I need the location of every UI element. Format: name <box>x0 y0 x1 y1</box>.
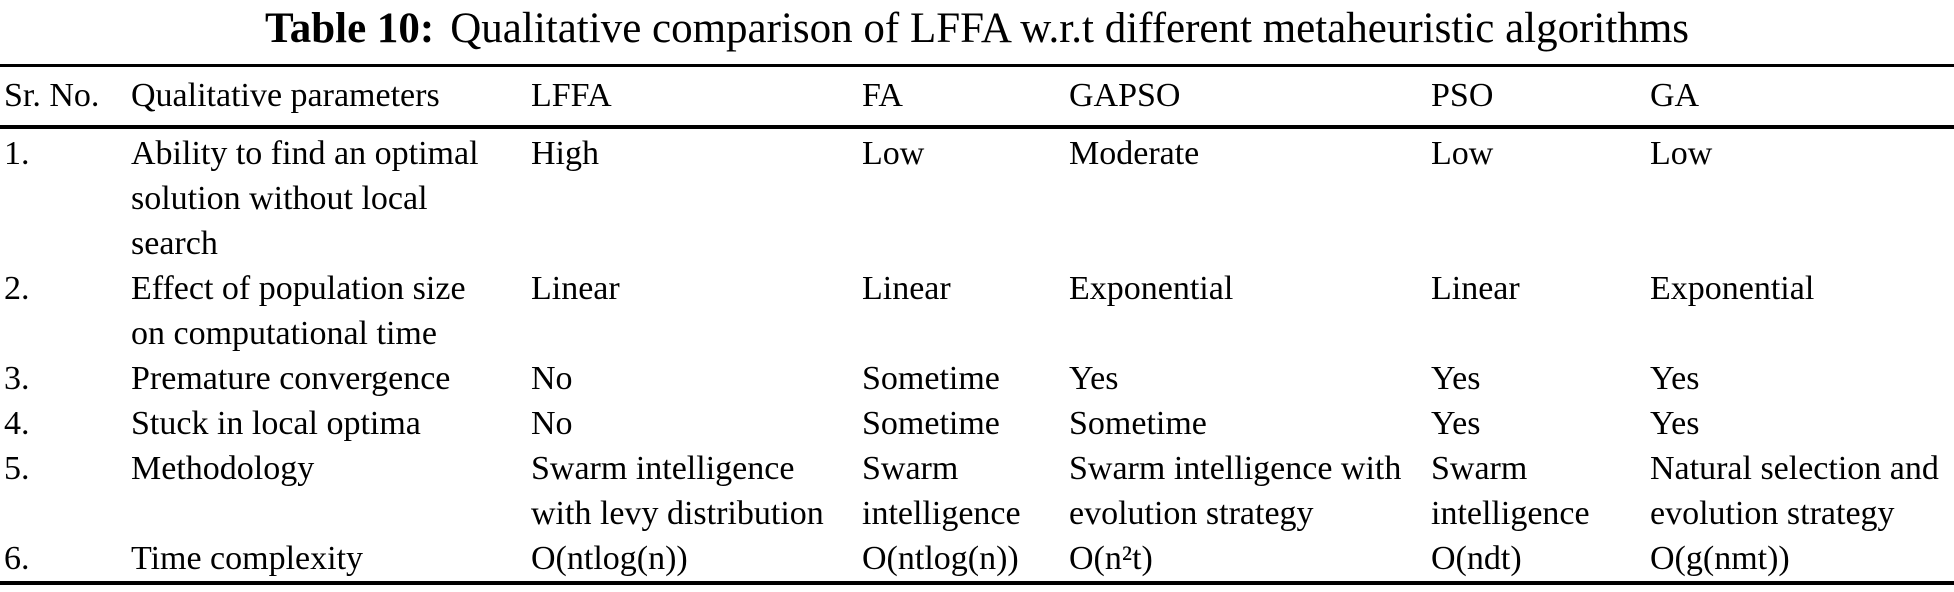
header-cell-fa: FA <box>862 65 1069 129</box>
cell-sr-no: 1. <box>4 135 30 172</box>
table-row: 3. Premature convergence No Sometime Yes… <box>0 356 1954 401</box>
cell-fa: Sometime <box>862 360 1000 397</box>
header-cell-gapso: GAPSO <box>1069 65 1431 129</box>
cell-fa: O(ntlog(n)) <box>862 540 1019 577</box>
cell-gapso: Exponential <box>1069 270 1234 307</box>
header-cell-sr-no: Sr. No. <box>0 65 131 129</box>
table-row: 4. Stuck in local optima No Sometime Som… <box>0 401 1954 446</box>
cell-parameter: Methodology <box>131 450 315 487</box>
header-row: Sr. No. Qualitative parameters LFFA FA G… <box>0 65 1954 129</box>
cell-lffa: High <box>531 135 599 172</box>
cell-parameter: Stuck in local optima <box>131 405 421 442</box>
cell-parameter: Premature convergence <box>131 360 451 397</box>
cell-gapso: Yes <box>1069 360 1119 397</box>
cell-parameter: Effect of population size on computation… <box>131 270 466 352</box>
cell-fa: Sometime <box>862 405 1000 442</box>
cell-lffa: No <box>531 360 573 397</box>
cell-ga: Natural selection and evolution strategy <box>1650 450 1939 532</box>
cell-fa: Swarm intelligence <box>862 450 1021 532</box>
header-cell-pso: PSO <box>1431 65 1650 129</box>
header-cell-ga: GA <box>1650 65 1954 129</box>
table-caption: Table 10: Qualitative comparison of LFFA … <box>0 0 1954 64</box>
cell-pso: Swarm intelligence <box>1431 450 1590 532</box>
cell-gapso: Swarm intelligence with evolution strate… <box>1069 450 1402 532</box>
cell-pso: Yes <box>1431 405 1481 442</box>
cell-gapso: O(n²t) <box>1069 540 1153 577</box>
table-caption-label: Table 10: <box>264 5 435 52</box>
cell-sr-no: 2. <box>4 270 30 307</box>
cell-pso: O(ndt) <box>1431 540 1522 577</box>
cell-sr-no: 4. <box>4 405 30 442</box>
table-row: 5. Methodology Swarm intelligence with l… <box>0 446 1954 536</box>
cell-ga: Low <box>1650 135 1713 172</box>
cell-ga: O(g(nmt)) <box>1650 540 1790 577</box>
header-cell-lffa: LFFA <box>531 65 862 129</box>
cell-sr-no: 5. <box>4 450 30 487</box>
table-caption-text: Qualitative comparison of LFFA w.r.t dif… <box>450 5 1690 52</box>
cell-parameter: Time complexity <box>131 540 364 577</box>
cell-lffa: Linear <box>531 270 620 307</box>
cell-sr-no: 3. <box>4 360 30 397</box>
cell-gapso: Sometime <box>1069 405 1207 442</box>
cell-pso: Low <box>1431 135 1494 172</box>
table-row: 1. Ability to find an optimal solution w… <box>0 127 1954 266</box>
cell-ga: Yes <box>1650 405 1700 442</box>
comparison-table: Sr. No. Qualitative parameters LFFA FA G… <box>0 64 1954 585</box>
cell-ga: Yes <box>1650 360 1700 397</box>
cell-lffa: O(ntlog(n)) <box>531 540 688 577</box>
cell-lffa: No <box>531 405 573 442</box>
table-row: 2. Effect of population size on computat… <box>0 266 1954 356</box>
cell-ga: Exponential <box>1650 270 1815 307</box>
cell-pso: Yes <box>1431 360 1481 397</box>
cell-pso: Linear <box>1431 270 1520 307</box>
table-row: 6. Time complexity O(ntlog(n)) O(ntlog(n… <box>0 536 1954 583</box>
cell-fa: Linear <box>862 270 951 307</box>
header-cell-qualitative-parameters: Qualitative parameters <box>131 65 531 129</box>
cell-lffa: Swarm intelligence with levy distributio… <box>531 450 824 532</box>
cell-sr-no: 6. <box>4 540 30 577</box>
cell-parameter: Ability to find an optimal solution with… <box>131 135 479 262</box>
cell-fa: Low <box>862 135 925 172</box>
cell-gapso: Moderate <box>1069 135 1200 172</box>
